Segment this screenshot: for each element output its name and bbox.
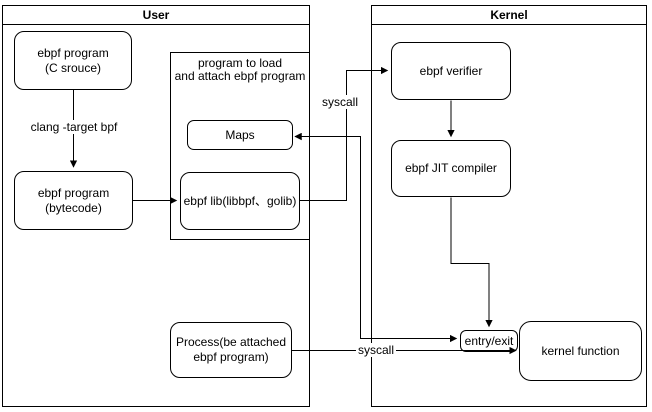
label-syscall-bottom: syscall	[355, 343, 397, 357]
label-syscall-top: syscall	[319, 95, 361, 109]
node-entry-exit-label: entry/exit	[464, 333, 514, 348]
node-process-line2: ebpf program)	[193, 350, 269, 364]
loader-container-label-line2: and attach ebpf program	[174, 69, 306, 83]
node-kernel-function-label: kernel function	[541, 343, 620, 358]
node-ebpf-jit-compiler: ebpf JIT compiler	[391, 140, 511, 197]
node-kernel-function: kernel function	[519, 321, 642, 381]
node-bytecode: ebpf program (bytecode)	[14, 171, 133, 230]
node-ebpf-jit-compiler-label: ebpf JIT compiler	[405, 161, 497, 175]
node-c-source-line1: ebpf program	[37, 45, 109, 60]
node-c-source: ebpf program (C srouce)	[14, 31, 132, 90]
node-ebpf-verifier: ebpf verifier	[391, 42, 511, 100]
kernel-panel-title-text: Kernel	[490, 8, 528, 22]
node-ebpf-verifier-label: ebpf verifier	[419, 63, 483, 78]
node-bytecode-line2: (bytecode)	[45, 200, 102, 215]
label-clang-target-bpf: clang -target bpf	[28, 120, 120, 134]
node-maps-label: Maps	[225, 127, 255, 142]
node-process-line1: Process(be attached	[175, 335, 287, 349]
node-maps: Maps	[187, 120, 293, 150]
user-panel-title: User	[3, 6, 309, 25]
node-ebpf-lib-label: ebpf lib(libbpf、golib)	[183, 193, 297, 208]
node-ebpf-lib: ebpf lib(libbpf、golib)	[180, 172, 300, 230]
node-entry-exit: entry/exit	[460, 330, 518, 352]
loader-container-label-line1: program to load	[197, 56, 283, 70]
user-panel-title-text: User	[142, 8, 170, 22]
node-process: Process(be attached ebpf program)	[170, 322, 292, 378]
kernel-panel-title: Kernel	[372, 6, 646, 25]
node-c-source-line2: (C srouce)	[44, 60, 101, 75]
node-bytecode-line1: ebpf program	[37, 185, 110, 200]
